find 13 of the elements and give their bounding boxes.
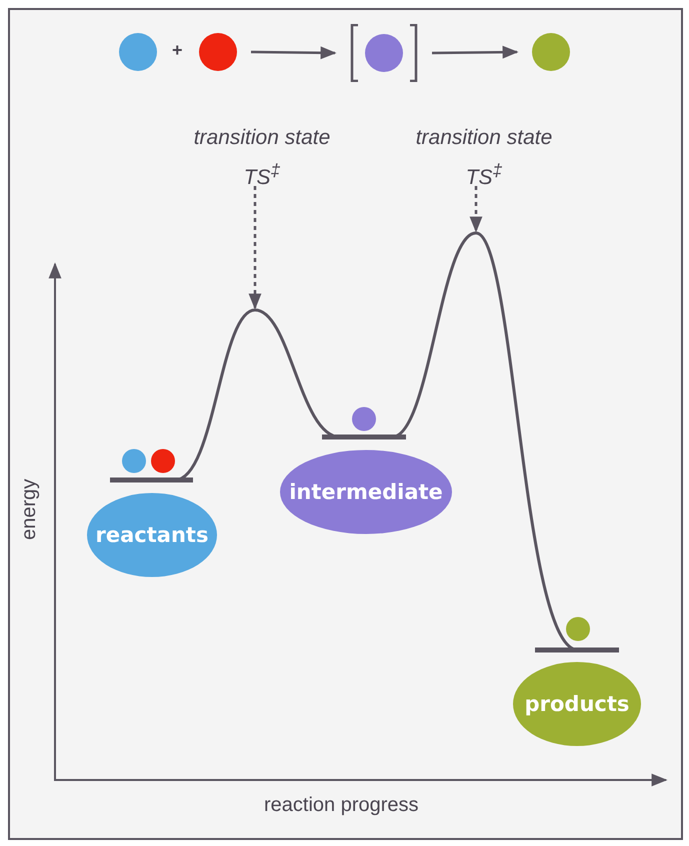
dashed-arrow [470, 186, 482, 233]
bracketed-circle-drawing [350, 24, 418, 82]
axis-label: reaction progress [264, 794, 419, 817]
plus-sign: + [172, 40, 183, 61]
species-circle [199, 33, 237, 71]
species-circle [119, 33, 157, 71]
species-circle [532, 33, 570, 71]
reaction-arrow [432, 46, 519, 59]
transition-state-label: transition state TS$^{‡}$ [414, 125, 554, 191]
reaction-arrow [250, 46, 337, 60]
axis-label: energy [18, 478, 41, 540]
dashed-arrow [248, 186, 262, 310]
transition-state-label: transition state TS$^{‡}$ [192, 125, 332, 191]
